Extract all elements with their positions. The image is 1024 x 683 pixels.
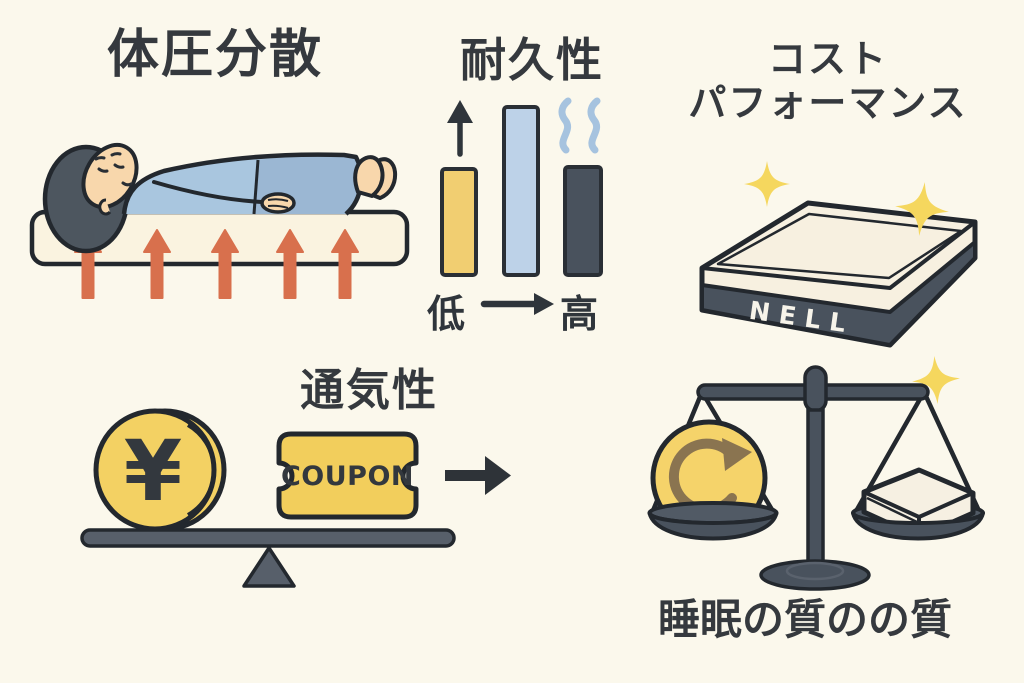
feet	[353, 155, 398, 200]
face	[81, 143, 139, 216]
durability-low-label: 低	[427, 292, 466, 336]
face-features	[94, 152, 133, 187]
arm-line	[152, 180, 264, 204]
sleep-quality-caption: 睡眠の質のの質	[657, 595, 952, 644]
sparkle-icon	[744, 161, 949, 236]
yen-symbol: ¥	[124, 422, 182, 520]
steam-icon	[558, 97, 601, 154]
hand	[260, 192, 296, 214]
nell-mattress-illustration: NELL	[699, 161, 978, 348]
person-illustration	[42, 143, 398, 254]
scale-knob	[803, 365, 828, 413]
mattress-stitch-line	[716, 212, 963, 280]
ear	[98, 198, 112, 216]
cost-performance-title-line2: パフォーマンス	[688, 80, 968, 125]
seesaw-fulcrum	[242, 546, 296, 588]
left-pan	[647, 501, 779, 541]
pressure-arrow	[331, 229, 359, 299]
pressure-distribution-title: 体圧分散	[106, 25, 323, 85]
cost-performance-title: コスト パフォーマンス	[655, 37, 1001, 125]
cost-performance-title-line1: コスト	[767, 37, 888, 81]
pressure-arrow	[143, 229, 171, 299]
pressure-arrow	[211, 229, 239, 299]
durability-bar-yellow	[440, 167, 478, 277]
breathability-title: 通気性	[300, 365, 438, 416]
right-arrow-icon	[445, 456, 511, 495]
seesaw-plank	[80, 528, 456, 548]
right-arrow-icon	[480, 293, 554, 315]
right-pan-bowl	[851, 511, 985, 541]
mattress-base-band	[700, 240, 977, 347]
scale-base-highlight	[785, 561, 845, 581]
durability-title: 耐久性	[460, 33, 604, 87]
durability-high-label: 高	[560, 292, 599, 336]
scale-base	[759, 559, 871, 591]
person-on-mattress-illustration	[29, 143, 410, 299]
durability-bar-blue	[502, 105, 540, 277]
seesaw-illustration: ¥ COUPON	[80, 408, 511, 588]
up-arrow-icon	[447, 100, 473, 157]
sparkle-icon	[912, 356, 960, 404]
pressure-arrows	[74, 229, 359, 299]
coupon-label: COUPON	[281, 461, 414, 492]
balance-scale-illustration	[647, 356, 985, 591]
scale-post	[806, 408, 825, 570]
durability-bar-dark	[563, 165, 603, 277]
pressure-arrow	[276, 229, 304, 299]
yen-coin-icon: ¥	[93, 408, 227, 532]
coupon-ticket: COUPON	[276, 431, 419, 520]
hip-seam	[252, 159, 260, 215]
